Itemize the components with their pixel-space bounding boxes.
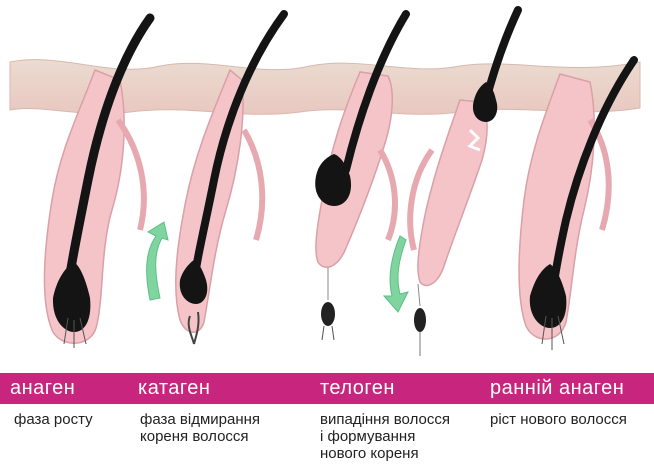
follicle-shedding — [384, 10, 518, 356]
arrow-down-icon — [384, 236, 408, 312]
phase-label-anagen: анаген — [10, 375, 75, 401]
phase-desc-catagen: фаза відмирання кореня волосся — [140, 411, 260, 445]
hair-cycle-illustration — [0, 0, 654, 370]
phase-label-early-anagen: ранній анаген — [490, 375, 624, 401]
phase-label-catagen: катаген — [138, 375, 210, 401]
arrow-up-icon — [147, 222, 168, 300]
phase-desc-telogen: випадіння волосся і формування нового ко… — [320, 411, 450, 462]
phase-desc-early-anagen: ріст нового волосся — [490, 411, 627, 428]
follicle-catagen — [147, 14, 284, 344]
phase-desc-anagen: фаза росту — [14, 411, 93, 428]
phase-label-telogen: телоген — [320, 375, 395, 401]
phase-band: анаген катаген телоген ранній анаген — [0, 373, 654, 404]
